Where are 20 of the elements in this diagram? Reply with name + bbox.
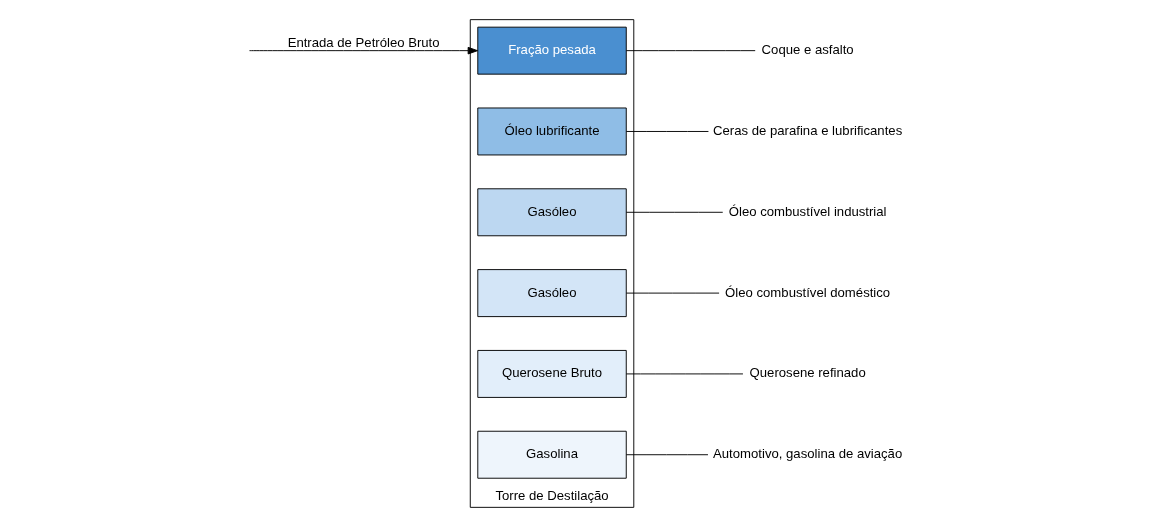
node-text: Óleo combustível doméstico: [724, 284, 890, 300]
node-text: Coque e asfalto: [761, 42, 854, 58]
node-text: Automotivo, gasolina de aviação: [712, 446, 902, 462]
node-box: Óleo lubrificante: [476, 107, 627, 156]
edge-label: Entrada de Petróleo Bruto: [287, 35, 440, 51]
node-text: Óleo combustível industrial: [728, 203, 887, 219]
node-box: Fração pesada: [476, 26, 627, 75]
connector: [625, 211, 723, 213]
node-text: Ceras de parafina e lubrificantes: [712, 122, 902, 138]
connector: [625, 373, 743, 375]
connector: [625, 131, 709, 132]
node-text: Querosene refinado: [749, 365, 866, 381]
node-box: Querosene Bruto: [476, 349, 627, 398]
connector: [625, 454, 708, 456]
connector: [625, 292, 720, 294]
node-box: Gasolina: [476, 430, 627, 479]
arrow: [248, 46, 478, 55]
connector: [625, 50, 756, 52]
node-box: Gasóleo: [476, 269, 627, 318]
node-box: Gasóleo: [476, 188, 627, 237]
